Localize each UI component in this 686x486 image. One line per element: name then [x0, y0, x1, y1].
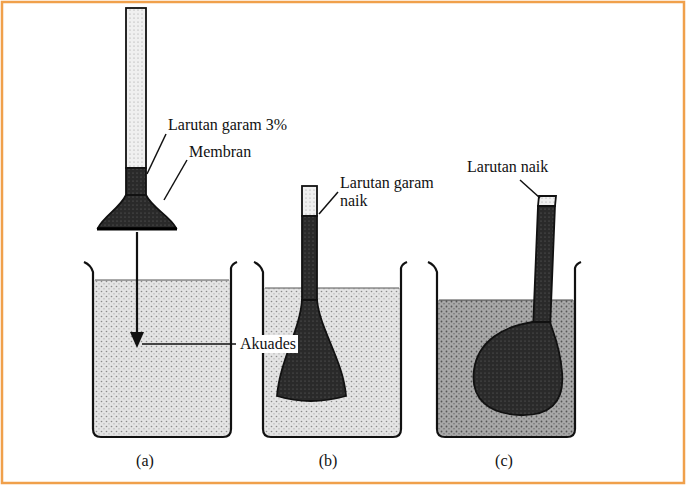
- beaker-outline: [428, 262, 581, 437]
- beaker-outline: [84, 262, 237, 437]
- salt-solution-in-tube: [126, 168, 146, 196]
- thistle-funnel-c: [473, 196, 562, 415]
- funnel-tube: [302, 186, 317, 216]
- panel-letter: (b): [319, 452, 338, 470]
- water-surface: [439, 300, 573, 301]
- distilled-water: [264, 288, 400, 436]
- water: [438, 300, 574, 436]
- leader-line: [319, 192, 338, 214]
- insert-arrow: [130, 232, 144, 348]
- part-label: Membran: [189, 143, 251, 161]
- thistle-funnel-a: [97, 8, 177, 229]
- thistle-funnel-b: [277, 186, 346, 401]
- panel-letter: (c): [495, 452, 513, 470]
- leader-line: [142, 343, 236, 345]
- leader-line: [147, 134, 166, 174]
- risen-salt-solution: [302, 216, 317, 302]
- part-label: Larutan naik: [467, 158, 548, 176]
- water-surface: [265, 288, 399, 289]
- distilled-water: [94, 280, 230, 436]
- funnel-bulb: [473, 322, 562, 415]
- arrow-shaft: [136, 232, 138, 334]
- water-surface: [95, 280, 229, 281]
- arrow-head: [130, 332, 144, 348]
- funnel-tube: [126, 8, 146, 168]
- leader-line: [520, 180, 540, 198]
- part-label: Akuades: [238, 335, 298, 353]
- beaker-c: [428, 262, 581, 437]
- panel-letter: (a): [136, 452, 154, 470]
- risen-solution: [533, 206, 555, 330]
- funnel-tube: [538, 196, 556, 206]
- membrane: [97, 228, 177, 231]
- part-label: Larutan garam 3%: [168, 116, 287, 134]
- beaker-a: [84, 262, 237, 437]
- part-label: Larutan garam naik: [340, 174, 452, 210]
- leader-line: [164, 160, 187, 200]
